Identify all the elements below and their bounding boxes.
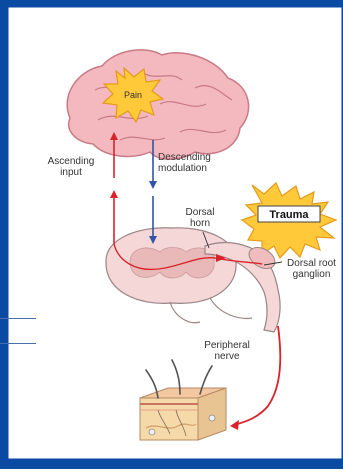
- peripheral-nerve-label: Peripheral nerve: [196, 340, 258, 362]
- peripheral-nerve-line2: nerve: [196, 351, 258, 362]
- dorsal-root-ganglion-label: Dorsal root ganglion: [280, 258, 343, 280]
- left-edge-line-bottom: [0, 343, 36, 344]
- pain-label: Pain: [124, 90, 142, 100]
- peripheral-nerve-line1: Peripheral: [196, 340, 258, 351]
- descending-modulation-line2: modulation: [158, 163, 228, 174]
- dorsal-horn-label: Dorsal horn: [178, 207, 222, 229]
- ascending-input-line2: input: [40, 167, 102, 178]
- ascending-input-line1: Ascending: [40, 156, 102, 167]
- trauma-label: Trauma: [269, 209, 309, 221]
- skin-section: [140, 388, 226, 440]
- dorsal-horn-line2: horn: [178, 218, 222, 229]
- ascending-input-label: Ascending input: [40, 156, 102, 178]
- dorsal-root-ganglion-line1: Dorsal root: [280, 258, 343, 269]
- dorsal-horn-line1: Dorsal: [178, 207, 222, 218]
- dorsal-root-ganglion-line2: ganglion: [280, 269, 343, 280]
- descending-modulation-label: Descending modulation: [158, 152, 228, 174]
- descending-modulation-line1: Descending: [158, 152, 228, 163]
- left-edge-line-top: [0, 318, 36, 319]
